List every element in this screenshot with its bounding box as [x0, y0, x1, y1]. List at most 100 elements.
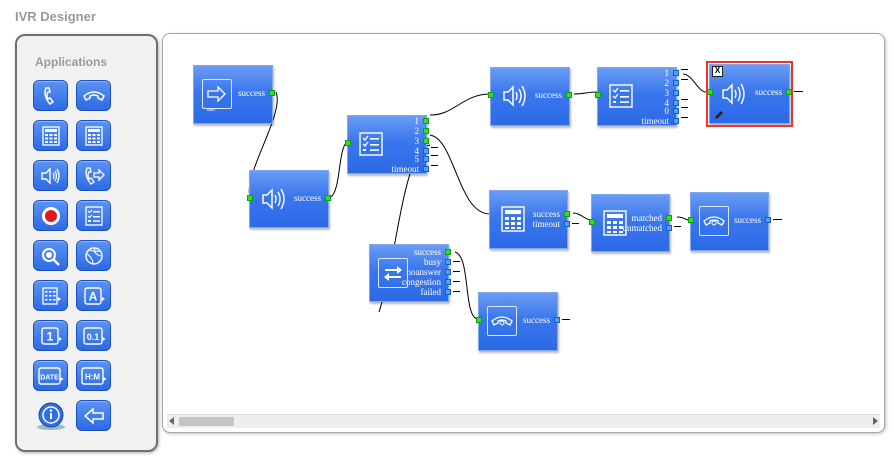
info-button[interactable] [33, 400, 68, 431]
port-1[interactable] [423, 118, 429, 124]
port-4[interactable] [423, 148, 429, 154]
horizontal-scrollbar[interactable] [167, 414, 880, 428]
node-playback-2[interactable]: success [488, 67, 572, 126]
port-label-busy: busy [423, 257, 441, 267]
port-in[interactable] [707, 89, 713, 95]
edit-pencil-icon[interactable] [714, 110, 724, 120]
port-in[interactable] [595, 92, 601, 98]
speech-recognition-button[interactable] [33, 240, 68, 271]
port-3[interactable] [423, 138, 429, 144]
globe-icon [84, 246, 103, 265]
port-in[interactable] [247, 195, 253, 201]
playback-button[interactable] [33, 160, 68, 191]
say-time-button[interactable]: H:M [76, 360, 111, 391]
port-label-4: 4 [664, 98, 670, 108]
port-busy[interactable] [445, 259, 451, 265]
connection-dial-hangup2[interactable] [454, 251, 479, 320]
port-label-2: 2 [664, 78, 670, 88]
node-menu-2[interactable]: 1 2 3 4 0 timeout [595, 67, 679, 126]
port-success[interactable] [765, 217, 771, 223]
calculator-alt-button[interactable] [76, 120, 111, 151]
close-node-button[interactable]: X [712, 66, 723, 77]
port-timeout[interactable] [673, 118, 679, 124]
port-success[interactable] [564, 211, 570, 217]
node-playback-1[interactable]: success [247, 170, 331, 228]
port-label-timeout: timeout [532, 219, 561, 229]
node-dial[interactable]: success busy noanswer congestion failed [369, 244, 451, 302]
node-start[interactable]: start success [193, 65, 275, 124]
port-congestion[interactable] [445, 279, 451, 285]
port-4[interactable] [673, 100, 679, 106]
speaker-icon [40, 166, 60, 185]
scroll-thumb[interactable] [179, 417, 234, 426]
calculator-button[interactable] [33, 120, 68, 151]
say-time-label: H:M [84, 372, 99, 381]
port-success[interactable] [325, 195, 331, 201]
port-in[interactable] [345, 140, 351, 146]
port-5[interactable] [423, 156, 429, 162]
port-success[interactable] [554, 317, 560, 323]
node-calculator-2[interactable]: matched unmatched [589, 194, 672, 252]
port-in[interactable] [476, 317, 482, 323]
port-2[interactable] [673, 80, 679, 86]
say-date-button[interactable]: DATE [33, 360, 68, 391]
phone-hangup-button[interactable] [76, 80, 111, 111]
designer-canvas[interactable]: start success success 1 2 3 4 5 timeout [162, 33, 885, 433]
phone-hangup-icon [699, 206, 729, 236]
say-time-icon: H:M [80, 366, 106, 385]
port-1[interactable] [673, 70, 679, 76]
port-2[interactable] [423, 128, 429, 134]
say-decimal-button[interactable]: 0.1 [76, 320, 111, 351]
phone-transfer-button[interactable] [76, 160, 111, 191]
say-decimal-icon: 0.1 [82, 326, 105, 345]
scroll-left-arrow[interactable] [169, 417, 174, 425]
say-date-icon: DATE [37, 366, 63, 385]
connection-playback1-menu1[interactable] [330, 141, 348, 198]
port-timeout[interactable] [423, 166, 429, 172]
say-number-label: 1 [46, 329, 53, 343]
start-arrow-icon [202, 79, 232, 109]
port-failed[interactable] [445, 289, 451, 295]
say-alpha-button[interactable]: A [76, 280, 111, 311]
port-in[interactable] [589, 219, 595, 225]
speaker-icon [499, 81, 529, 111]
node-hangup-1[interactable]: success [688, 192, 771, 251]
connection-menu1-calc1[interactable] [429, 134, 491, 215]
speaker-icon [258, 184, 288, 214]
port-in[interactable] [688, 217, 694, 223]
globe-button[interactable] [76, 240, 111, 271]
node-hangup-2[interactable]: success [476, 292, 560, 351]
say-digits-button[interactable] [33, 280, 68, 311]
node-menu-1[interactable]: 1 2 3 4 5 timeout [345, 115, 429, 174]
port-success[interactable] [786, 89, 792, 95]
port-label-matched: matched [631, 213, 663, 223]
port-0[interactable] [673, 108, 679, 114]
port-label-timeout: timeout [391, 164, 420, 174]
menu-button[interactable] [76, 200, 111, 231]
say-alpha-label: A [88, 289, 97, 303]
phone-answer-button[interactable] [33, 80, 68, 111]
phone-transfer-icon [378, 258, 408, 288]
port-success[interactable] [445, 249, 451, 255]
node-calculator-1[interactable]: success timeout [489, 190, 570, 249]
port-label-4: 4 [414, 146, 420, 156]
port-label-unmatched: unmatched [622, 223, 663, 233]
port-timeout[interactable] [564, 221, 570, 227]
port-unmatched[interactable] [666, 225, 672, 231]
port-success[interactable] [566, 92, 572, 98]
scroll-right-arrow[interactable] [873, 417, 878, 425]
phone-hangup-icon [487, 306, 517, 336]
port-3[interactable] [673, 90, 679, 96]
port-noanswer[interactable] [445, 269, 451, 275]
port-in[interactable] [488, 92, 494, 98]
port-success[interactable] [269, 90, 275, 96]
back-button[interactable] [76, 400, 111, 431]
record-button[interactable] [33, 200, 68, 231]
connection-menu1-playback2[interactable] [429, 93, 491, 116]
connection-menu2-playback3[interactable] [682, 73, 709, 93]
connection-playback2-menu2[interactable] [573, 91, 598, 95]
say-number-button[interactable]: 1 [33, 320, 68, 351]
port-label-0: 0 [664, 106, 670, 116]
node-playback-3[interactable]: X success [706, 61, 793, 127]
port-matched[interactable] [666, 215, 672, 221]
